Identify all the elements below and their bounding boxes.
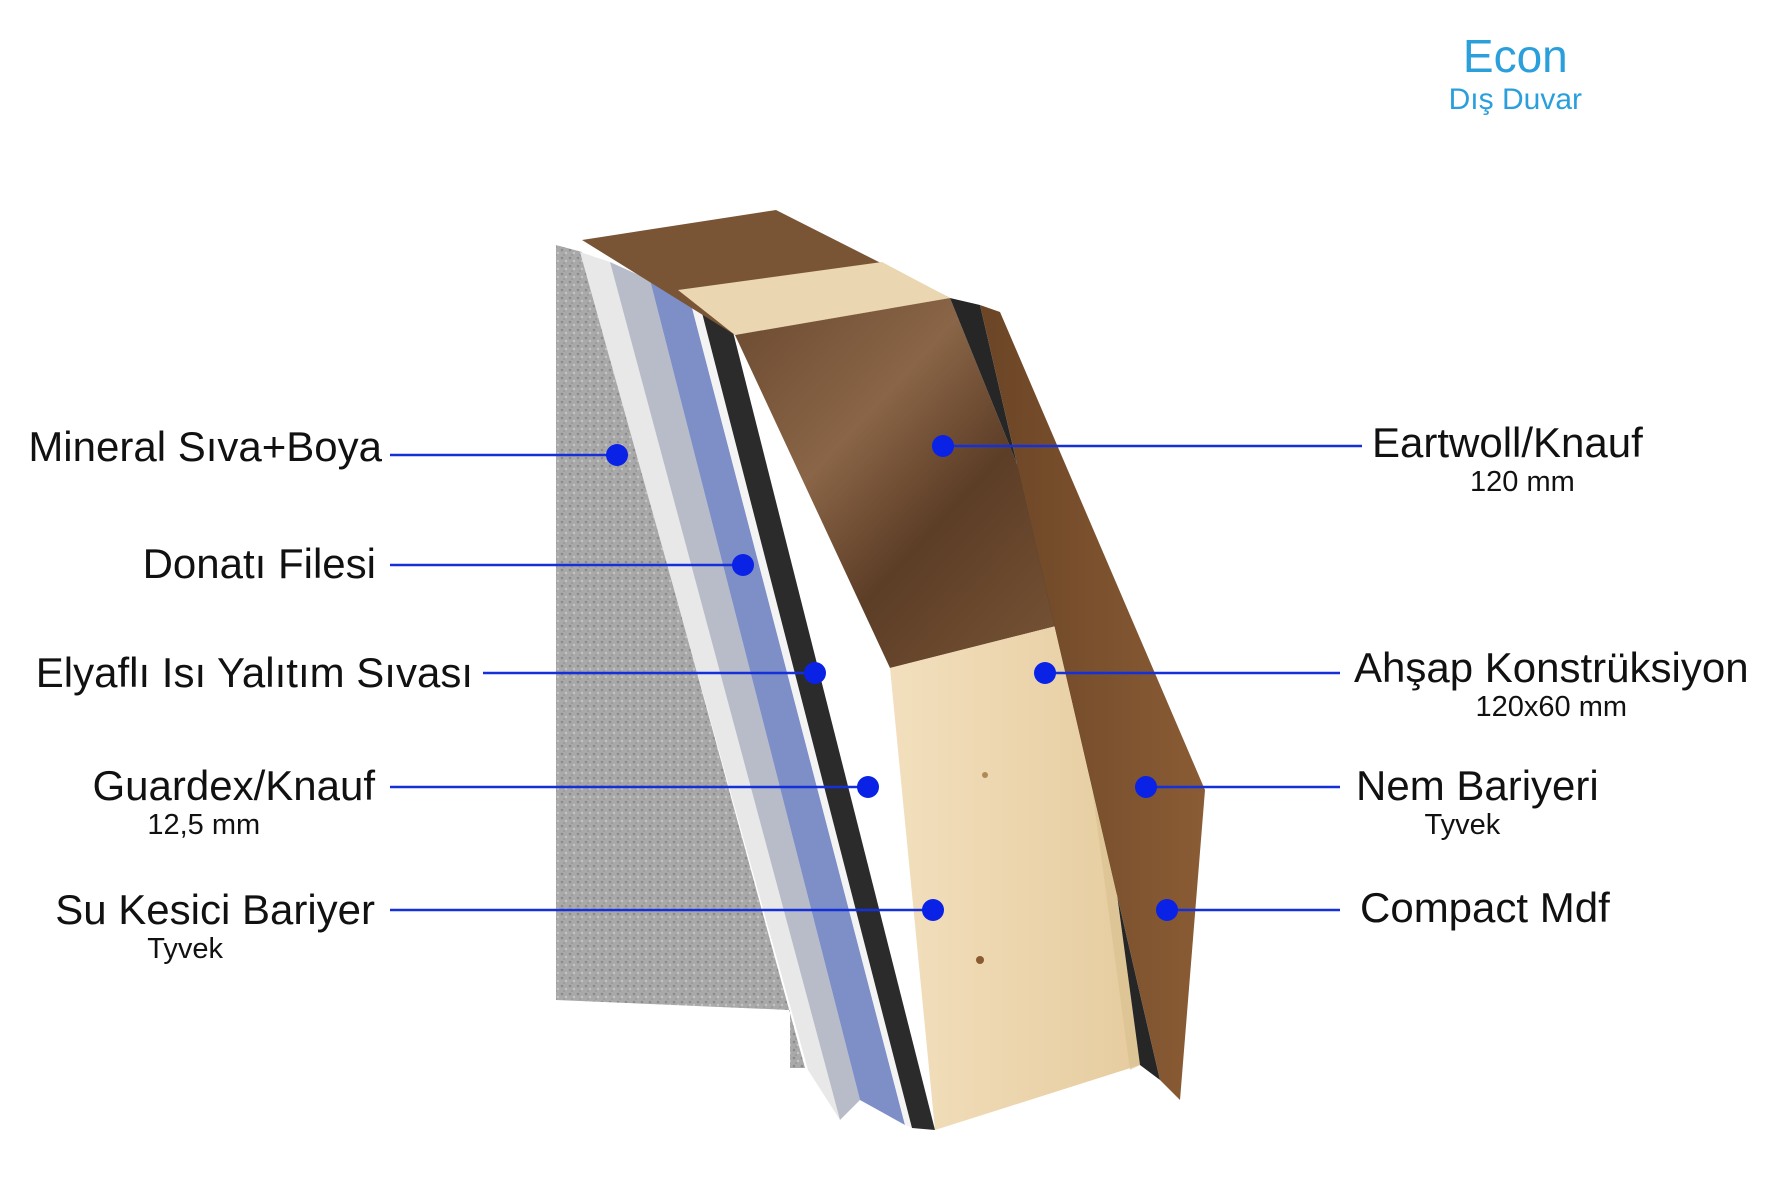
marker-dot-left-3 <box>804 662 826 684</box>
label-guardex: Guardex/Knauf 12,5 mm <box>92 762 375 842</box>
label-mineral-plaster: Mineral Sıva+Boya <box>28 424 382 470</box>
label-sub: 120 mm <box>1470 466 1575 498</box>
brand-block: Econ Dış Duvar <box>1449 30 1582 118</box>
label-sub: 120x60 mm <box>1475 691 1628 723</box>
label-main: Compact Mdf <box>1360 884 1610 931</box>
page-title: Econ <box>1462 30 1568 82</box>
label-main: Elyaflı Isı Yalıtım Sıvası <box>35 649 473 696</box>
moisture-barrier-layer <box>950 298 1160 1080</box>
label-main: Guardex/Knauf <box>92 762 375 809</box>
label-wood-construction: Ahşap Konstrüksiyon 120x60 mm <box>1354 644 1749 724</box>
label-insulation-plaster: Elyaflı Isı Yalıtım Sıvası <box>36 650 473 696</box>
insulation-plaster-layer <box>580 252 840 1120</box>
label-wool-insulation: Eartwoll/Knauf 120 mm <box>1372 419 1643 499</box>
label-sub: Tyvek <box>1424 809 1501 841</box>
label-compact-mdf: Compact Mdf <box>1360 885 1610 931</box>
wood-stud-front <box>890 620 1140 1130</box>
label-water-barrier: Su Kesici Bariyer Tyvek <box>55 886 375 966</box>
wool-insulation-layer <box>735 298 1080 668</box>
marker-dot-left-4 <box>857 776 879 798</box>
marker-dot-right-4 <box>1156 899 1178 921</box>
label-reinforcement-mesh: Donatı Filesi <box>143 541 376 587</box>
label-main: Eartwoll/Knauf <box>1372 419 1643 466</box>
guardex-board-layer <box>650 280 905 1125</box>
marker-dot-right-1 <box>932 435 954 457</box>
marker-dot-left-5 <box>922 899 944 921</box>
label-main: Mineral Sıva+Boya <box>28 423 382 470</box>
label-sub: Tyvek <box>147 933 223 965</box>
compact-mdf-layer <box>980 305 1205 1100</box>
marker-dot-left-2 <box>732 554 754 576</box>
label-main: Nem Bariyeri <box>1356 762 1599 809</box>
marker-dot-right-2 <box>1034 662 1056 684</box>
label-main: Ahşap Konstrüksiyon <box>1354 644 1749 691</box>
marker-dot-left-1 <box>606 444 628 466</box>
marker-dot-right-3 <box>1135 776 1157 798</box>
label-sub: 12,5 mm <box>147 809 261 841</box>
label-moisture-barrier: Nem Bariyeri Tyvek <box>1356 762 1599 842</box>
page-subtitle: Dış Duvar <box>1448 83 1582 116</box>
label-main: Donatı Filesi <box>142 540 376 587</box>
reinforcement-mesh-layer <box>610 262 860 1120</box>
label-main: Su Kesici Bariyer <box>55 886 375 933</box>
water-barrier-layer <box>700 305 935 1130</box>
